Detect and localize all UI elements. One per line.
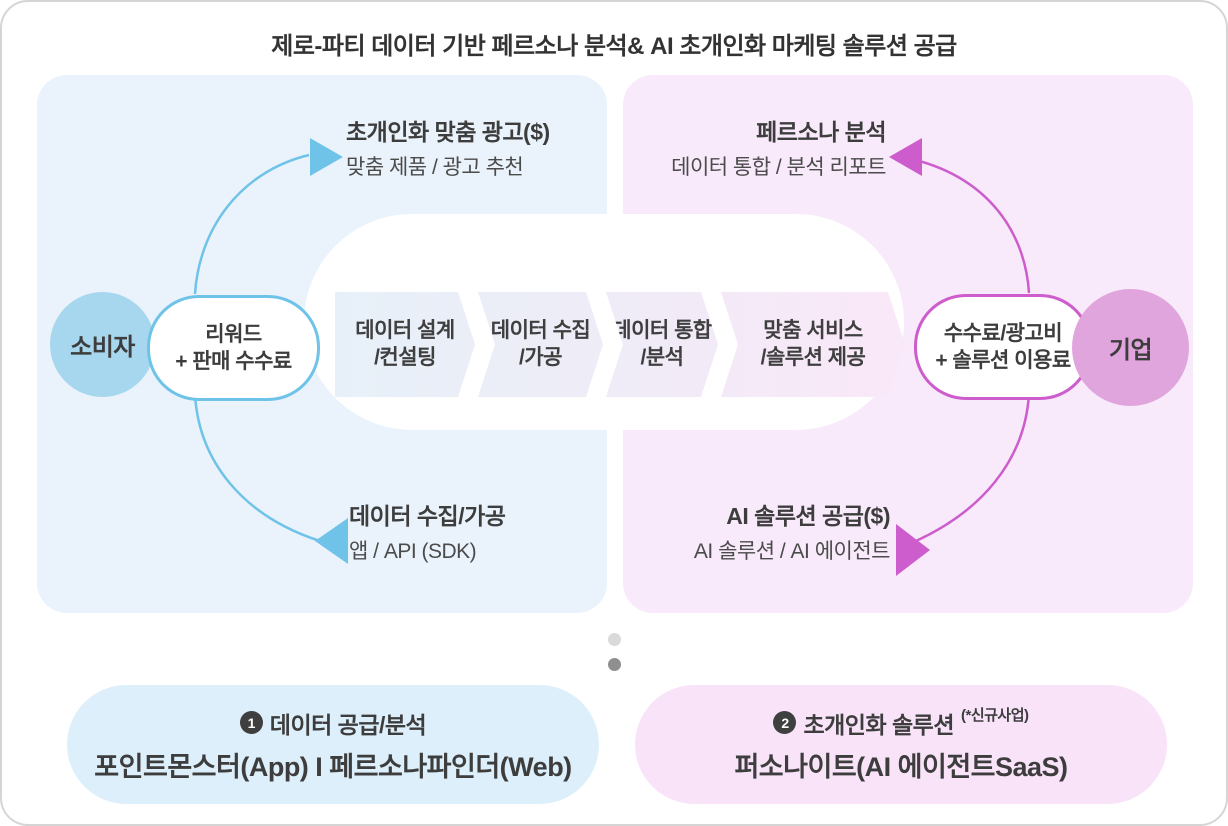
separator-dot (608, 633, 621, 646)
card-products: 포인트몬스터(App) I 페르소나파인더(Web) (94, 751, 572, 782)
consumer-label: 소비자 (70, 334, 135, 361)
enterprise-label: 기업 (1108, 337, 1153, 364)
number-badge-icon: 1 (239, 711, 263, 734)
card-title-row: 2 초개인화 솔루션 (*신규사업) (773, 706, 1029, 740)
process-step-collect: 데이터 수집 /가공 (478, 292, 603, 397)
consumer-circle: 소비자 (50, 292, 155, 397)
card-title: 초개인화 솔루션 (803, 711, 954, 738)
reward-pill: 리워드 + 판매 수수료 (147, 295, 320, 401)
flow-title: AI 솔루션 공급($) (726, 503, 890, 529)
card-title: 데이터 공급/분석 (269, 711, 427, 738)
step-label: 맞춤 서비스 (763, 318, 863, 342)
consumer-top-flow-label: 초개인화 맞춤 광고($) 맞춤 제품 / 광고 추천 (346, 113, 636, 181)
flow-subtitle: 앱 / API (SDK) (349, 540, 477, 563)
enterprise-top-flow-label: 페르소나 분석 데이터 통합 / 분석 리포트 (596, 113, 886, 181)
flow-title: 페르소나 분석 (756, 119, 886, 145)
step-label: 데이터 설계 (355, 318, 455, 342)
flow-subtitle: AI 솔루션 / AI 에이전트 (693, 540, 891, 563)
process-step-service: 맞춤 서비스 /솔루션 제공 (721, 292, 905, 397)
consumer-bottom-flow-label: 데이터 수집/가공 앱 / API (SDK) (349, 497, 639, 565)
flow-title: 초개인화 맞춤 광고($) (346, 119, 550, 145)
step-label: /분석 (640, 345, 684, 369)
enterprise-circle: 기업 (1072, 289, 1189, 406)
separator-dot (608, 658, 621, 671)
business-card-personalization: 2 초개인화 솔루션 (*신규사업) 퍼소나이트(AI 에이전트SaaS) (635, 685, 1167, 804)
business-card-data-supply: 1 데이터 공급/분석 포인트몬스터(App) I 페르소나파인더(Web) (67, 685, 599, 804)
process-step-design: 데이터 설계 /컨설팅 (335, 292, 475, 397)
pill-line: 리워드 (205, 322, 262, 346)
card-superscript: (*신규사업) (960, 707, 1029, 724)
pill-line: 수수료/광고비 (943, 321, 1063, 345)
fee-pill: 수수료/광고비 + 솔루션 이용료 (914, 294, 1092, 400)
step-label: 데이터 통합 (612, 318, 712, 342)
step-label: /가공 (519, 345, 562, 369)
flow-subtitle: 데이터 통합 / 분석 리포트 (671, 156, 886, 179)
process-step-integrate: 데이터 통합 /분석 (606, 292, 718, 397)
pill-line: + 판매 수수료 (175, 350, 292, 373)
number-badge-icon: 2 (773, 711, 797, 734)
flow-title: 데이터 수집/가공 (349, 503, 506, 529)
step-label: /컨설팅 (374, 345, 436, 369)
step-label: /솔루션 제공 (760, 345, 866, 369)
page-title: 제로-파티 데이터 기반 페르소나 분석& AI 초개인화 마케팅 솔루션 공급 (271, 33, 957, 60)
card-products: 퍼소나이트(AI 에이전트SaaS) (734, 751, 1068, 782)
pill-line: + 솔루션 이용료 (935, 349, 1071, 372)
step-label: 데이터 수집 (490, 318, 591, 342)
flow-subtitle: 맞춤 제품 / 광고 추천 (346, 156, 524, 179)
enterprise-bottom-flow-label: AI 솔루션 공급($) AI 솔루션 / AI 에이전트 (600, 497, 891, 565)
card-title-row: 1 데이터 공급/분석 (239, 706, 427, 740)
